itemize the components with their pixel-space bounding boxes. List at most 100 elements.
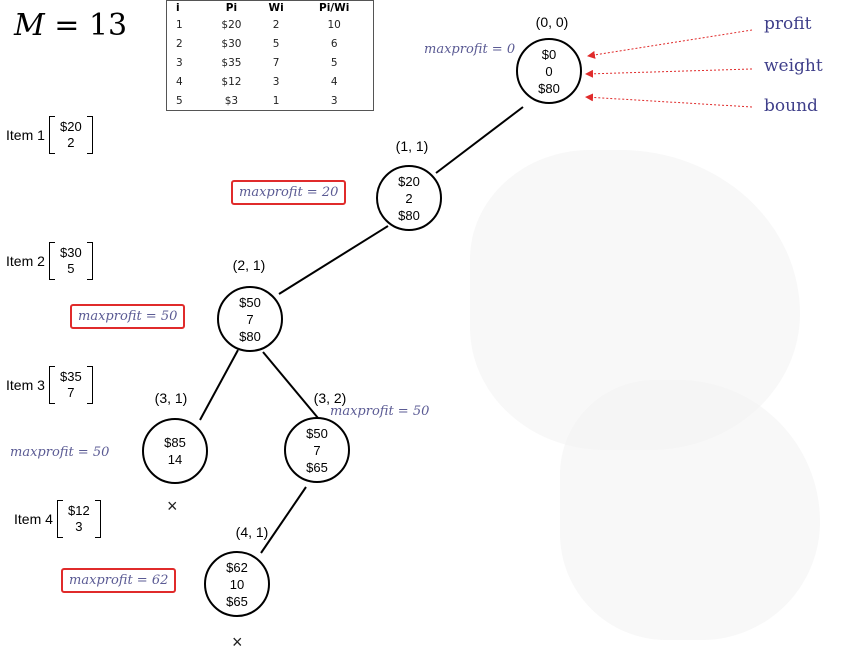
node-3-2-label: (3, 2) <box>313 390 347 406</box>
node-2-1: $50 7 $80 <box>217 286 283 352</box>
table-cell: 5 <box>330 56 338 69</box>
node-bound: $80 <box>398 207 420 223</box>
node-bound: $65 <box>226 593 248 609</box>
pruned-mark: × <box>232 632 243 652</box>
table-cell: 7 <box>272 56 280 69</box>
node-bound: $65 <box>306 459 328 475</box>
edge-0-1 <box>435 106 524 174</box>
table-cell: $35 <box>221 56 242 69</box>
node-weight: 2 <box>405 190 413 206</box>
node-3-1: $85 14 <box>142 418 208 484</box>
table-cell: 1 <box>272 94 280 107</box>
table-row: 1 $20 2 10 <box>167 15 374 34</box>
node-3-2: $50 7 $65 <box>284 417 350 483</box>
item-profit: $12 <box>68 503 90 518</box>
header-wi: Wi <box>268 2 284 14</box>
node-0-0: $0 0 $80 <box>516 38 582 104</box>
item-name: Item 2 <box>6 253 45 269</box>
item-name: Item 1 <box>6 127 45 143</box>
background-smudge <box>560 380 820 640</box>
capacity-value: 13 <box>88 8 128 43</box>
table-row: 3 $35 7 5 <box>167 53 374 72</box>
node-1-1-label: (1, 1) <box>395 138 429 154</box>
node-bound: $80 <box>239 328 261 344</box>
item-weight: 3 <box>75 519 83 534</box>
bound-arrow <box>585 93 753 108</box>
table-row: 2 $30 5 6 <box>167 34 374 53</box>
table-cell: 3 <box>272 75 280 88</box>
item-name: Item 3 <box>6 377 45 393</box>
node-4-1: $62 10 $65 <box>204 551 270 617</box>
table-cell: 5 <box>176 94 183 107</box>
table-cell: 4 <box>330 75 338 88</box>
node-2-1-label: (2, 1) <box>232 257 266 273</box>
node-3-1-label: (3, 1) <box>154 390 188 406</box>
node-bound: $80 <box>538 80 560 96</box>
item-weight: 2 <box>67 135 75 150</box>
table-cell: $3 <box>224 94 239 107</box>
header-i: i <box>176 2 180 14</box>
item-weight: 5 <box>67 261 75 276</box>
node-weight: 7 <box>246 311 254 327</box>
header-ratio: Pi/Wi <box>319 2 350 14</box>
table-cell: 5 <box>272 37 280 50</box>
maxprofit-label: maxprofit = 50 <box>330 404 430 419</box>
capacity-label: M = 13 <box>14 8 127 43</box>
item-profit: $30 <box>60 245 82 260</box>
maxprofit-label: maxprofit = 50 <box>10 445 110 460</box>
weight-annotation: weight <box>764 56 823 76</box>
bound-annotation: bound <box>764 96 818 116</box>
edge-1-2 <box>278 225 389 295</box>
pruned-mark: × <box>167 496 178 516</box>
node-profit: $85 <box>164 435 186 450</box>
profit-arrow <box>587 29 753 59</box>
maxprofit-highlight: maxprofit = 20 <box>231 180 347 205</box>
item-weight: 7 <box>67 385 75 400</box>
maxprofit-highlight: maxprofit = 50 <box>70 304 186 329</box>
capacity-symbol: M <box>14 8 45 43</box>
weight-arrow <box>585 68 753 78</box>
table-row: 4 $12 3 4 <box>167 72 374 91</box>
edge-2-3a <box>199 349 239 421</box>
node-0-0-label: (0, 0) <box>535 14 569 30</box>
node-weight: 0 <box>545 63 553 79</box>
item-profit: $20 <box>60 119 82 134</box>
table-cell: 2 <box>176 37 183 50</box>
maxprofit-highlight: maxprofit = 62 <box>61 568 177 593</box>
node-4-1-label: (4, 1) <box>235 524 269 540</box>
table-cell: $12 <box>221 75 242 88</box>
table-row: 5 $3 1 3 <box>167 91 374 111</box>
table-cell: 2 <box>272 18 280 31</box>
item-profit: $35 <box>60 369 82 384</box>
table-cell: 10 <box>327 18 341 31</box>
table-cell: $20 <box>221 18 242 31</box>
table-header-row: i Pi Wi Pi/Wi <box>167 1 374 16</box>
table-cell: 3 <box>176 56 183 69</box>
node-weight: 10 <box>229 576 245 592</box>
node-profit: $0 <box>541 46 557 62</box>
table-cell: $30 <box>221 37 242 50</box>
profit-annotation: profit <box>764 14 812 34</box>
node-weight: 14 <box>167 452 183 467</box>
table-cell: 1 <box>176 18 183 31</box>
node-1-1: $20 2 $80 <box>376 165 442 231</box>
edge-3b-4 <box>260 486 307 554</box>
node-profit: $50 <box>239 294 261 310</box>
node-profit: $62 <box>226 559 248 575</box>
edge-2-3b <box>262 351 319 419</box>
item-name: Item 4 <box>14 511 53 527</box>
header-pi: Pi <box>225 2 238 14</box>
table-cell: 3 <box>330 94 338 107</box>
table-cell: 4 <box>176 75 183 88</box>
table-cell: 6 <box>330 37 338 50</box>
